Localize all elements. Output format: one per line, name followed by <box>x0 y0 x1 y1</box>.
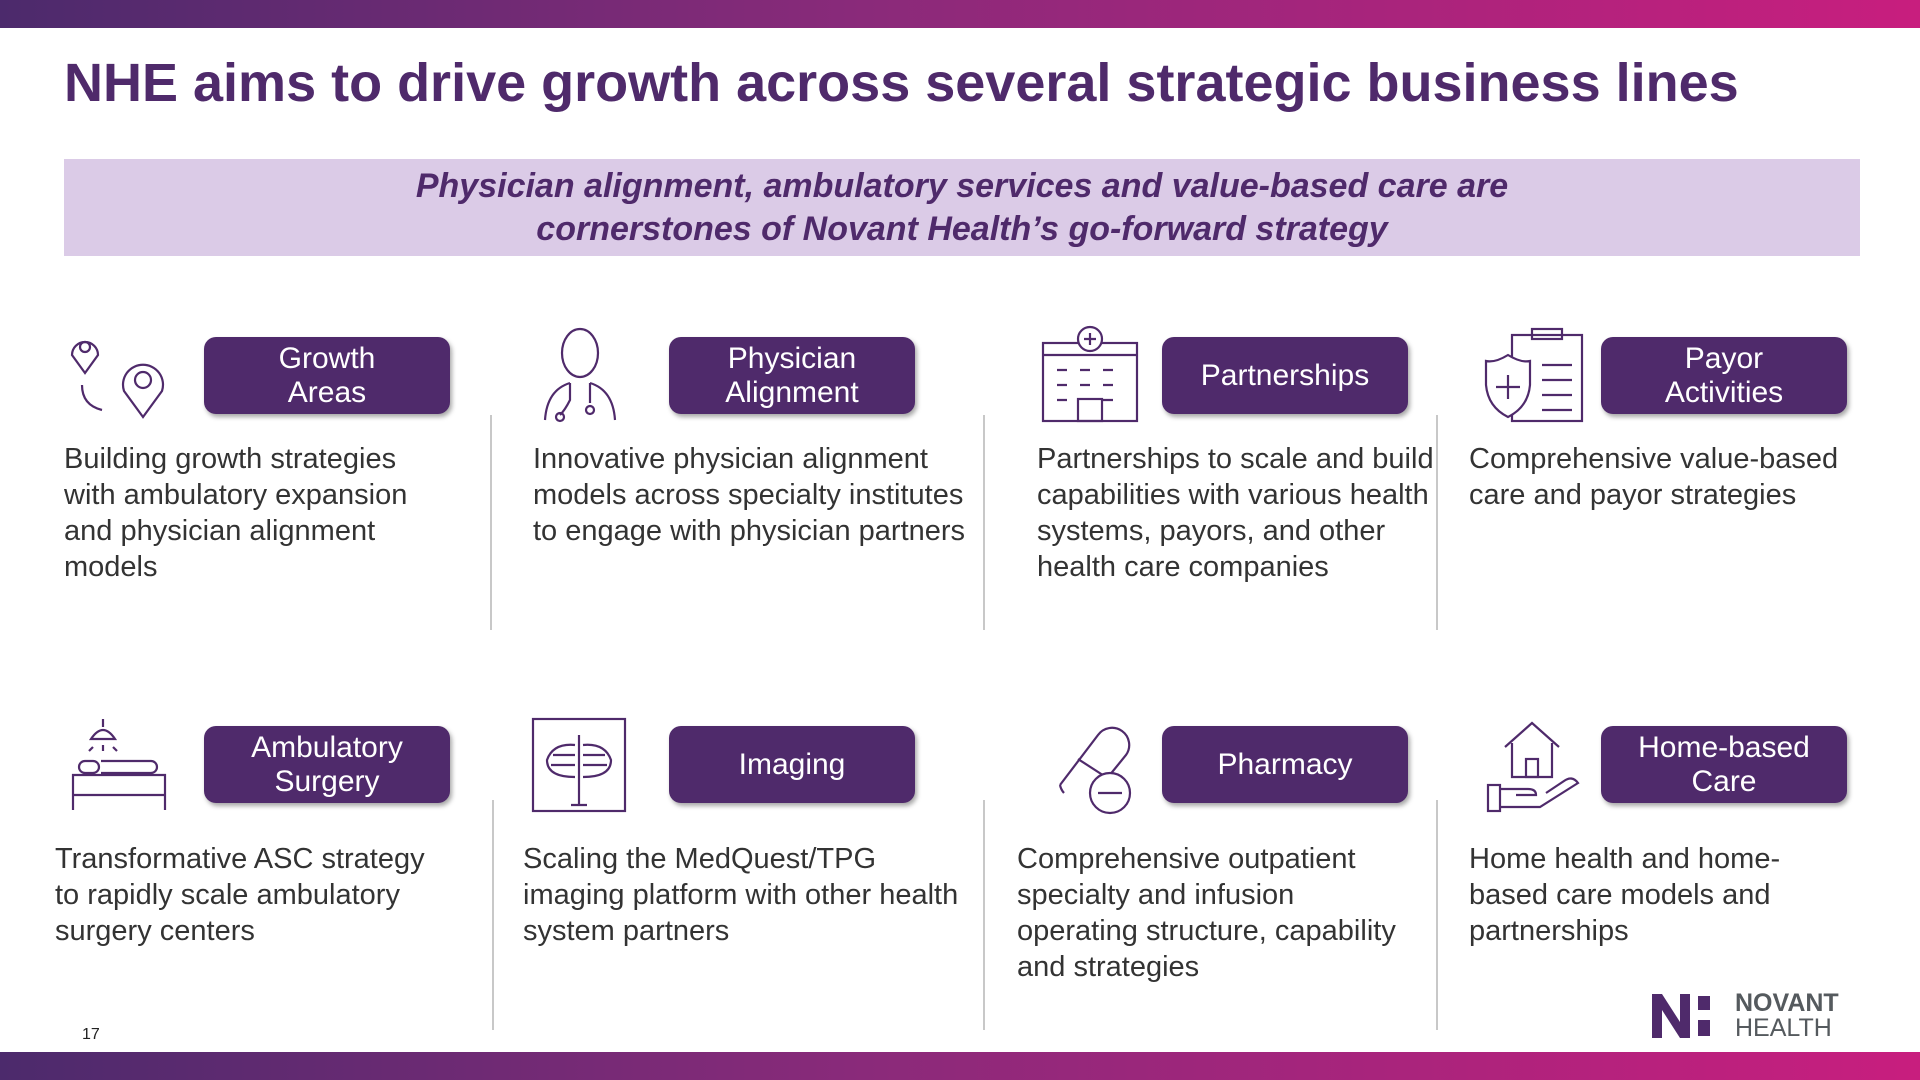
shield-clipboard-icon <box>1480 325 1590 425</box>
logo-mark-icon <box>1652 994 1710 1038</box>
payor-activities-description: Comprehensive value-based care and payor… <box>1469 443 1839 511</box>
growth-areas-description: Building growth strategies with ambulato… <box>64 443 408 583</box>
divider <box>983 800 985 1030</box>
novant-health-logo: NOVANT HEALTH <box>1650 989 1870 1042</box>
surgery-bed-icon <box>65 715 175 815</box>
partnerships-pill: Partnerships <box>1162 337 1408 414</box>
page-title: NHE aims to drive growth across several … <box>64 53 1739 113</box>
partnerships-description: Partnerships to scale and build capabili… <box>1037 443 1434 583</box>
pharmacy-description: Comprehensive outpatient specialty and i… <box>1017 843 1396 983</box>
logo-health-text: HEALTH <box>1735 1014 1832 1042</box>
strategy-banner: Physician alignment, ambulatory services… <box>64 159 1860 256</box>
top-gradient-bar <box>0 0 1920 28</box>
map-pins-icon <box>60 325 170 425</box>
logo-novant-text: NOVANT <box>1735 989 1839 1017</box>
divider <box>1436 415 1438 630</box>
pills-icon <box>1040 715 1150 815</box>
xray-icon <box>525 715 635 815</box>
hospital-icon <box>1035 325 1145 425</box>
divider <box>492 800 494 1030</box>
ambulatory-surgery-description: Transformative ASC strategy to rapidly s… <box>55 843 425 947</box>
divider <box>983 415 985 630</box>
divider <box>490 415 492 630</box>
divider <box>1436 800 1438 1030</box>
physician-alignment-description: Innovative physician alignment models ac… <box>533 443 966 547</box>
imaging-pill: Imaging <box>669 726 915 803</box>
home-based-care-description: Home health and home-based care models a… <box>1469 843 1781 947</box>
page-number: 17 <box>82 1026 100 1043</box>
home-hand-icon <box>1480 715 1590 815</box>
banner-line-2: cornerstones of Novant Health’s go-forwa… <box>536 210 1388 248</box>
banner-line-1: Physician alignment, ambulatory services… <box>415 167 1509 205</box>
pharmacy-pill: Pharmacy <box>1162 726 1408 803</box>
doctor-icon <box>525 325 635 425</box>
bottom-gradient-bar <box>0 1052 1920 1080</box>
imaging-description: Scaling the MedQuest/TPG imaging platfor… <box>523 843 959 947</box>
